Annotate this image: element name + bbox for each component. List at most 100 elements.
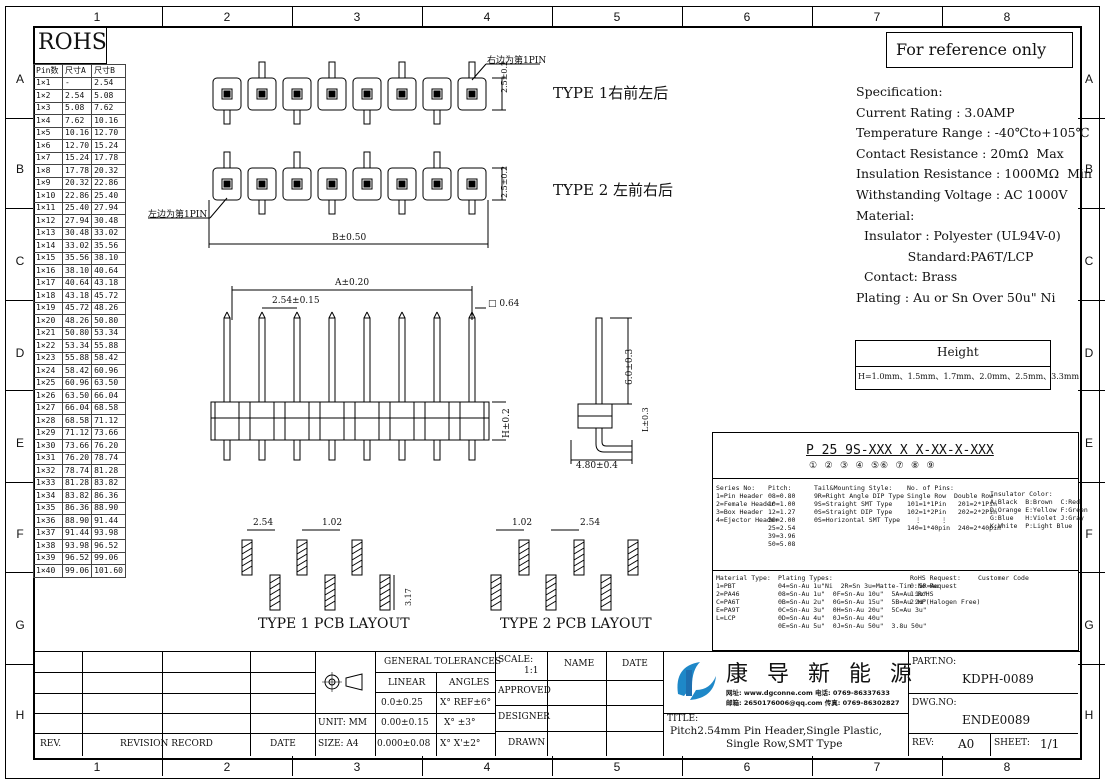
zone-row-F: F	[16, 527, 24, 541]
plating-item: 04=Sn-Au 1u"Ni 2R=Sn 3u=Matte-Tin 5R=Au	[778, 582, 939, 590]
color-title: Insulator Color:	[990, 490, 1053, 498]
general-tolerances: GENERAL TOLERANCES	[384, 657, 502, 667]
pad-hatch	[518, 547, 530, 555]
pad-hatch	[379, 600, 391, 608]
pcb-pad	[241, 539, 253, 576]
pad-hatch	[600, 588, 612, 596]
zone-row-D: D	[1084, 346, 1094, 360]
pcb-pad	[545, 574, 557, 611]
pin-tip	[363, 311, 368, 319]
material-title: Material Type:	[716, 574, 771, 582]
pitch-item: 10=1.00	[768, 500, 796, 508]
zone-row-H: H	[15, 708, 25, 722]
drawn-label: DRAWN	[508, 738, 546, 748]
date-col-header: DATE	[622, 659, 648, 669]
part-code: P 25 9S-XXX X X-XX-X-XXX	[806, 443, 994, 458]
rev-header: REV.	[40, 739, 62, 749]
series-item: 3=Box Header	[716, 508, 763, 516]
pad-hatch	[379, 576, 391, 584]
pin-square	[361, 178, 373, 190]
pin-dot	[468, 180, 476, 188]
sheet-value: 1/1	[1040, 737, 1060, 751]
pin-square	[256, 88, 268, 100]
zone-row-G: G	[1084, 618, 1094, 632]
pad-hatch	[490, 582, 502, 590]
pad-hatch	[490, 594, 502, 602]
pcb-pad	[324, 574, 336, 611]
series-item: 1=Pin Header	[716, 492, 763, 500]
pin-square	[326, 88, 338, 100]
pad-hatch	[573, 547, 585, 555]
drawing-title-2: Single Row,SMT Type	[726, 738, 843, 750]
pad-hatch	[545, 594, 557, 602]
pad-hatch	[324, 576, 336, 584]
pin-post	[293, 317, 301, 403]
rohs-box	[33, 26, 107, 64]
dim-l: L±0.3	[641, 407, 650, 432]
table-cell: 17.78	[61, 164, 93, 178]
pin-tip	[401, 311, 406, 319]
pins-item: Single Row Double Row	[907, 492, 994, 500]
pitch-item: 50=5.08	[768, 540, 796, 548]
pad-hatch	[545, 582, 557, 590]
angle-tol-1: X° REF±6°	[440, 698, 492, 708]
pad-hatch	[241, 553, 253, 561]
name-header: NAME	[564, 659, 595, 669]
reference-box	[886, 32, 1073, 68]
zone-row-E: E	[1084, 436, 1093, 450]
pcb-pad	[296, 539, 308, 576]
pad-hatch	[490, 588, 502, 596]
pcb-pad	[269, 574, 281, 611]
angle-tol-3: X° X'±2°	[440, 739, 481, 749]
zone-col-2: 2	[223, 760, 231, 774]
height-title: Height	[937, 345, 979, 359]
zone-col-3: 3	[353, 760, 361, 774]
zone-row-A: A	[1084, 72, 1093, 86]
pin-tail	[293, 439, 301, 461]
pin-square	[256, 178, 268, 190]
drawing-title-1: Pitch2.54mm Pin Header,Single Plastic,	[670, 725, 883, 737]
zone-row-B: B	[1084, 162, 1093, 176]
scale-label: SCALE:	[498, 655, 534, 665]
height-values: H=1.0mm、1.5mm、1.7mm、2.0mm、2.5mm、3.3mm	[858, 372, 1080, 381]
tail-item: 0S=Horizontal SMT Type	[814, 516, 901, 524]
pin-post	[223, 317, 231, 403]
dim-2-5-bottom: 2.5±0.2	[500, 165, 509, 198]
pin-tip	[436, 311, 441, 319]
zone-col-4: 4	[483, 760, 491, 774]
left-first-pin-note: 左边为第1PIN	[148, 210, 208, 220]
zone-col-8: 8	[1003, 10, 1011, 24]
pad-hatch	[379, 588, 391, 596]
pad-hatch	[296, 559, 308, 567]
pitch-item: 20=2.00	[768, 516, 796, 524]
body-segment	[354, 401, 380, 441]
material-item: C=PA6T	[716, 598, 740, 606]
date-header: DATE	[270, 739, 296, 749]
zone-row-F: F	[1085, 527, 1093, 541]
pad-hatch	[627, 541, 639, 549]
pad-hatch	[573, 559, 585, 567]
zone-col-1: 1	[93, 760, 101, 774]
plating-title: Plating Types:	[778, 574, 833, 582]
pitch-item: 25=2.54	[768, 524, 796, 532]
pins-item: 140=1*40pin 240=2*40pin	[907, 524, 1001, 532]
smt-lead	[293, 109, 301, 125]
smt-lead	[363, 151, 371, 169]
pin-dot	[223, 180, 231, 188]
company-name: 康 导 新 能 源	[726, 662, 918, 687]
angle-tol-2: X° ±3°	[444, 718, 476, 728]
pin-tail	[468, 439, 476, 461]
part-no-value: KDPH-0089	[962, 672, 1034, 686]
part-code-box	[712, 432, 1079, 651]
right-first-pin-note: 右边为第1PIN	[487, 56, 547, 66]
